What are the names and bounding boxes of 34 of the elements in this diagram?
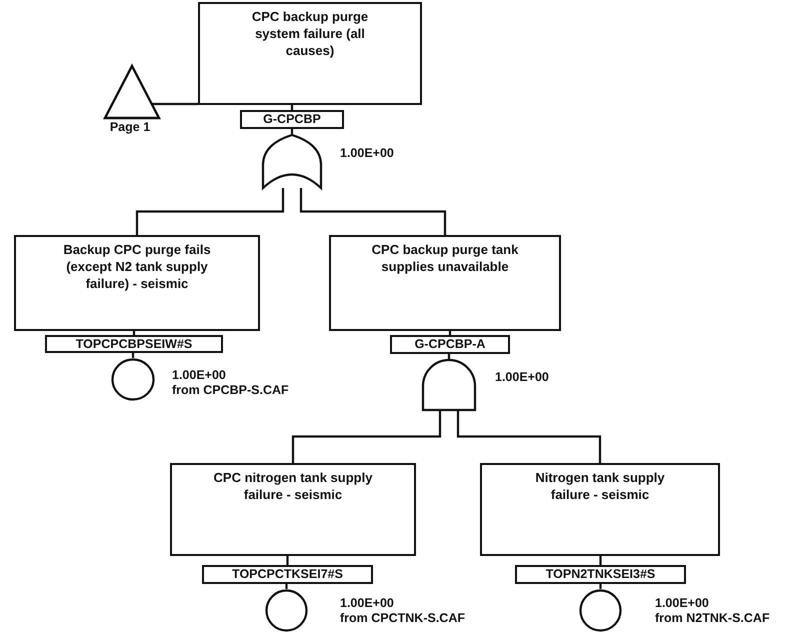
event-box: Nitrogen tank supply failure - seismic [480, 463, 720, 556]
connector-line [290, 105, 294, 110]
connector-line [599, 556, 602, 565]
connector-line [285, 584, 288, 589]
event-id-tag: G-CPCBP-A [390, 335, 510, 354]
event-box: CPC backup purge system failure (all causes) [198, 2, 422, 105]
source-file-text: from CPCBP-S.CAF [172, 383, 289, 398]
event-id-tag: TOPCPCTKSEI7#S [202, 565, 373, 584]
page-reference: Page 1 [108, 120, 152, 134]
probability-value: 1.00E+00 [172, 368, 226, 383]
connector-line [286, 556, 289, 565]
connector-line [599, 584, 602, 589]
connector-line [136, 188, 284, 235]
connector-line [448, 331, 452, 335]
probability-value: 1.00E+00 [340, 146, 394, 161]
probability-value: 1.00E+00 [495, 370, 549, 385]
event-box: CPC backup purge tank supplies unavailable [329, 235, 561, 331]
event-id-tag: TOPCPCBPSEIW#S [45, 335, 223, 353]
event-box: CPC nitrogen tank supply failure - seismic [170, 463, 416, 556]
probability-value: 1.00E+00 [655, 596, 709, 611]
event-id-tag: TOPN2TNKSEI3#S [515, 565, 686, 584]
source-file-text: from N2TNK-S.CAF [655, 611, 770, 626]
connector-line [132, 331, 136, 335]
connector-line [300, 188, 446, 235]
connector-line [456, 410, 602, 463]
event-box: Backup CPC purge fails (except N2 tank supply failure) - seismic [14, 235, 260, 331]
connector-line [448, 354, 450, 359]
connector-line [132, 353, 134, 358]
connector-line [290, 129, 294, 134]
event-id-tag: G-CPCBP [240, 110, 344, 129]
source-file-text: from CPCTNK-S.CAF [340, 611, 465, 626]
probability-value: 1.00E+00 [340, 596, 394, 611]
connector-line [292, 410, 442, 463]
connector-line [151, 102, 198, 106]
